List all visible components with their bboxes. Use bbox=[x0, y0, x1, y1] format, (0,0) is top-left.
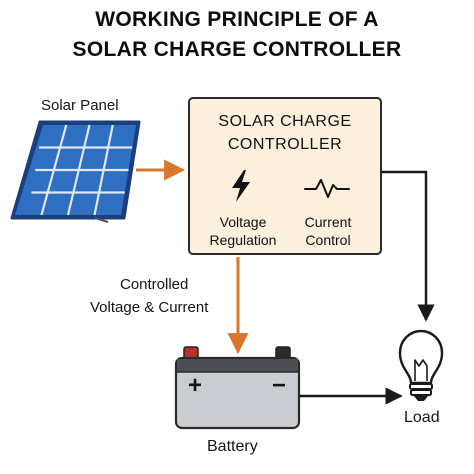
flow-label-line-1: Controlled bbox=[120, 276, 189, 293]
waveform-icon bbox=[304, 179, 350, 198]
battery-minus-sign: − bbox=[272, 372, 287, 399]
flow-label-line-2: Voltage & Current bbox=[90, 299, 209, 316]
battery-icon bbox=[174, 346, 301, 430]
current-label-line-1: Current bbox=[304, 214, 352, 230]
charge-controller-box: SOLAR CHARGE CONTROLLER Voltage Regulati… bbox=[188, 97, 382, 255]
lightning-bolt-icon bbox=[232, 170, 250, 202]
battery-label: Battery bbox=[207, 438, 258, 455]
voltage-label-line-2: Regulation bbox=[209, 232, 277, 248]
light-bulb-icon bbox=[398, 329, 444, 401]
solar-panel-label: Solar Panel bbox=[41, 97, 119, 114]
title-line-2: SOLAR CHARGE CONTROLLER bbox=[72, 38, 402, 61]
controller-to-load-arrow bbox=[382, 170, 435, 322]
voltage-label-line-1: Voltage bbox=[219, 214, 267, 230]
controller-title-line-2: CONTROLLER bbox=[227, 136, 343, 153]
title-line-1: WORKING PRINCIPLE OF A bbox=[95, 8, 379, 31]
load-label: Load bbox=[404, 409, 440, 426]
controller-title-line-1: SOLAR CHARGE bbox=[218, 113, 352, 130]
voltage-regulation-label: Voltage Regulation bbox=[198, 213, 288, 249]
current-label-line-2: Control bbox=[305, 232, 351, 248]
current-control-label: Current Control bbox=[283, 213, 373, 249]
solar-panel-icon bbox=[10, 120, 141, 223]
battery-plus-sign: + bbox=[188, 372, 203, 399]
